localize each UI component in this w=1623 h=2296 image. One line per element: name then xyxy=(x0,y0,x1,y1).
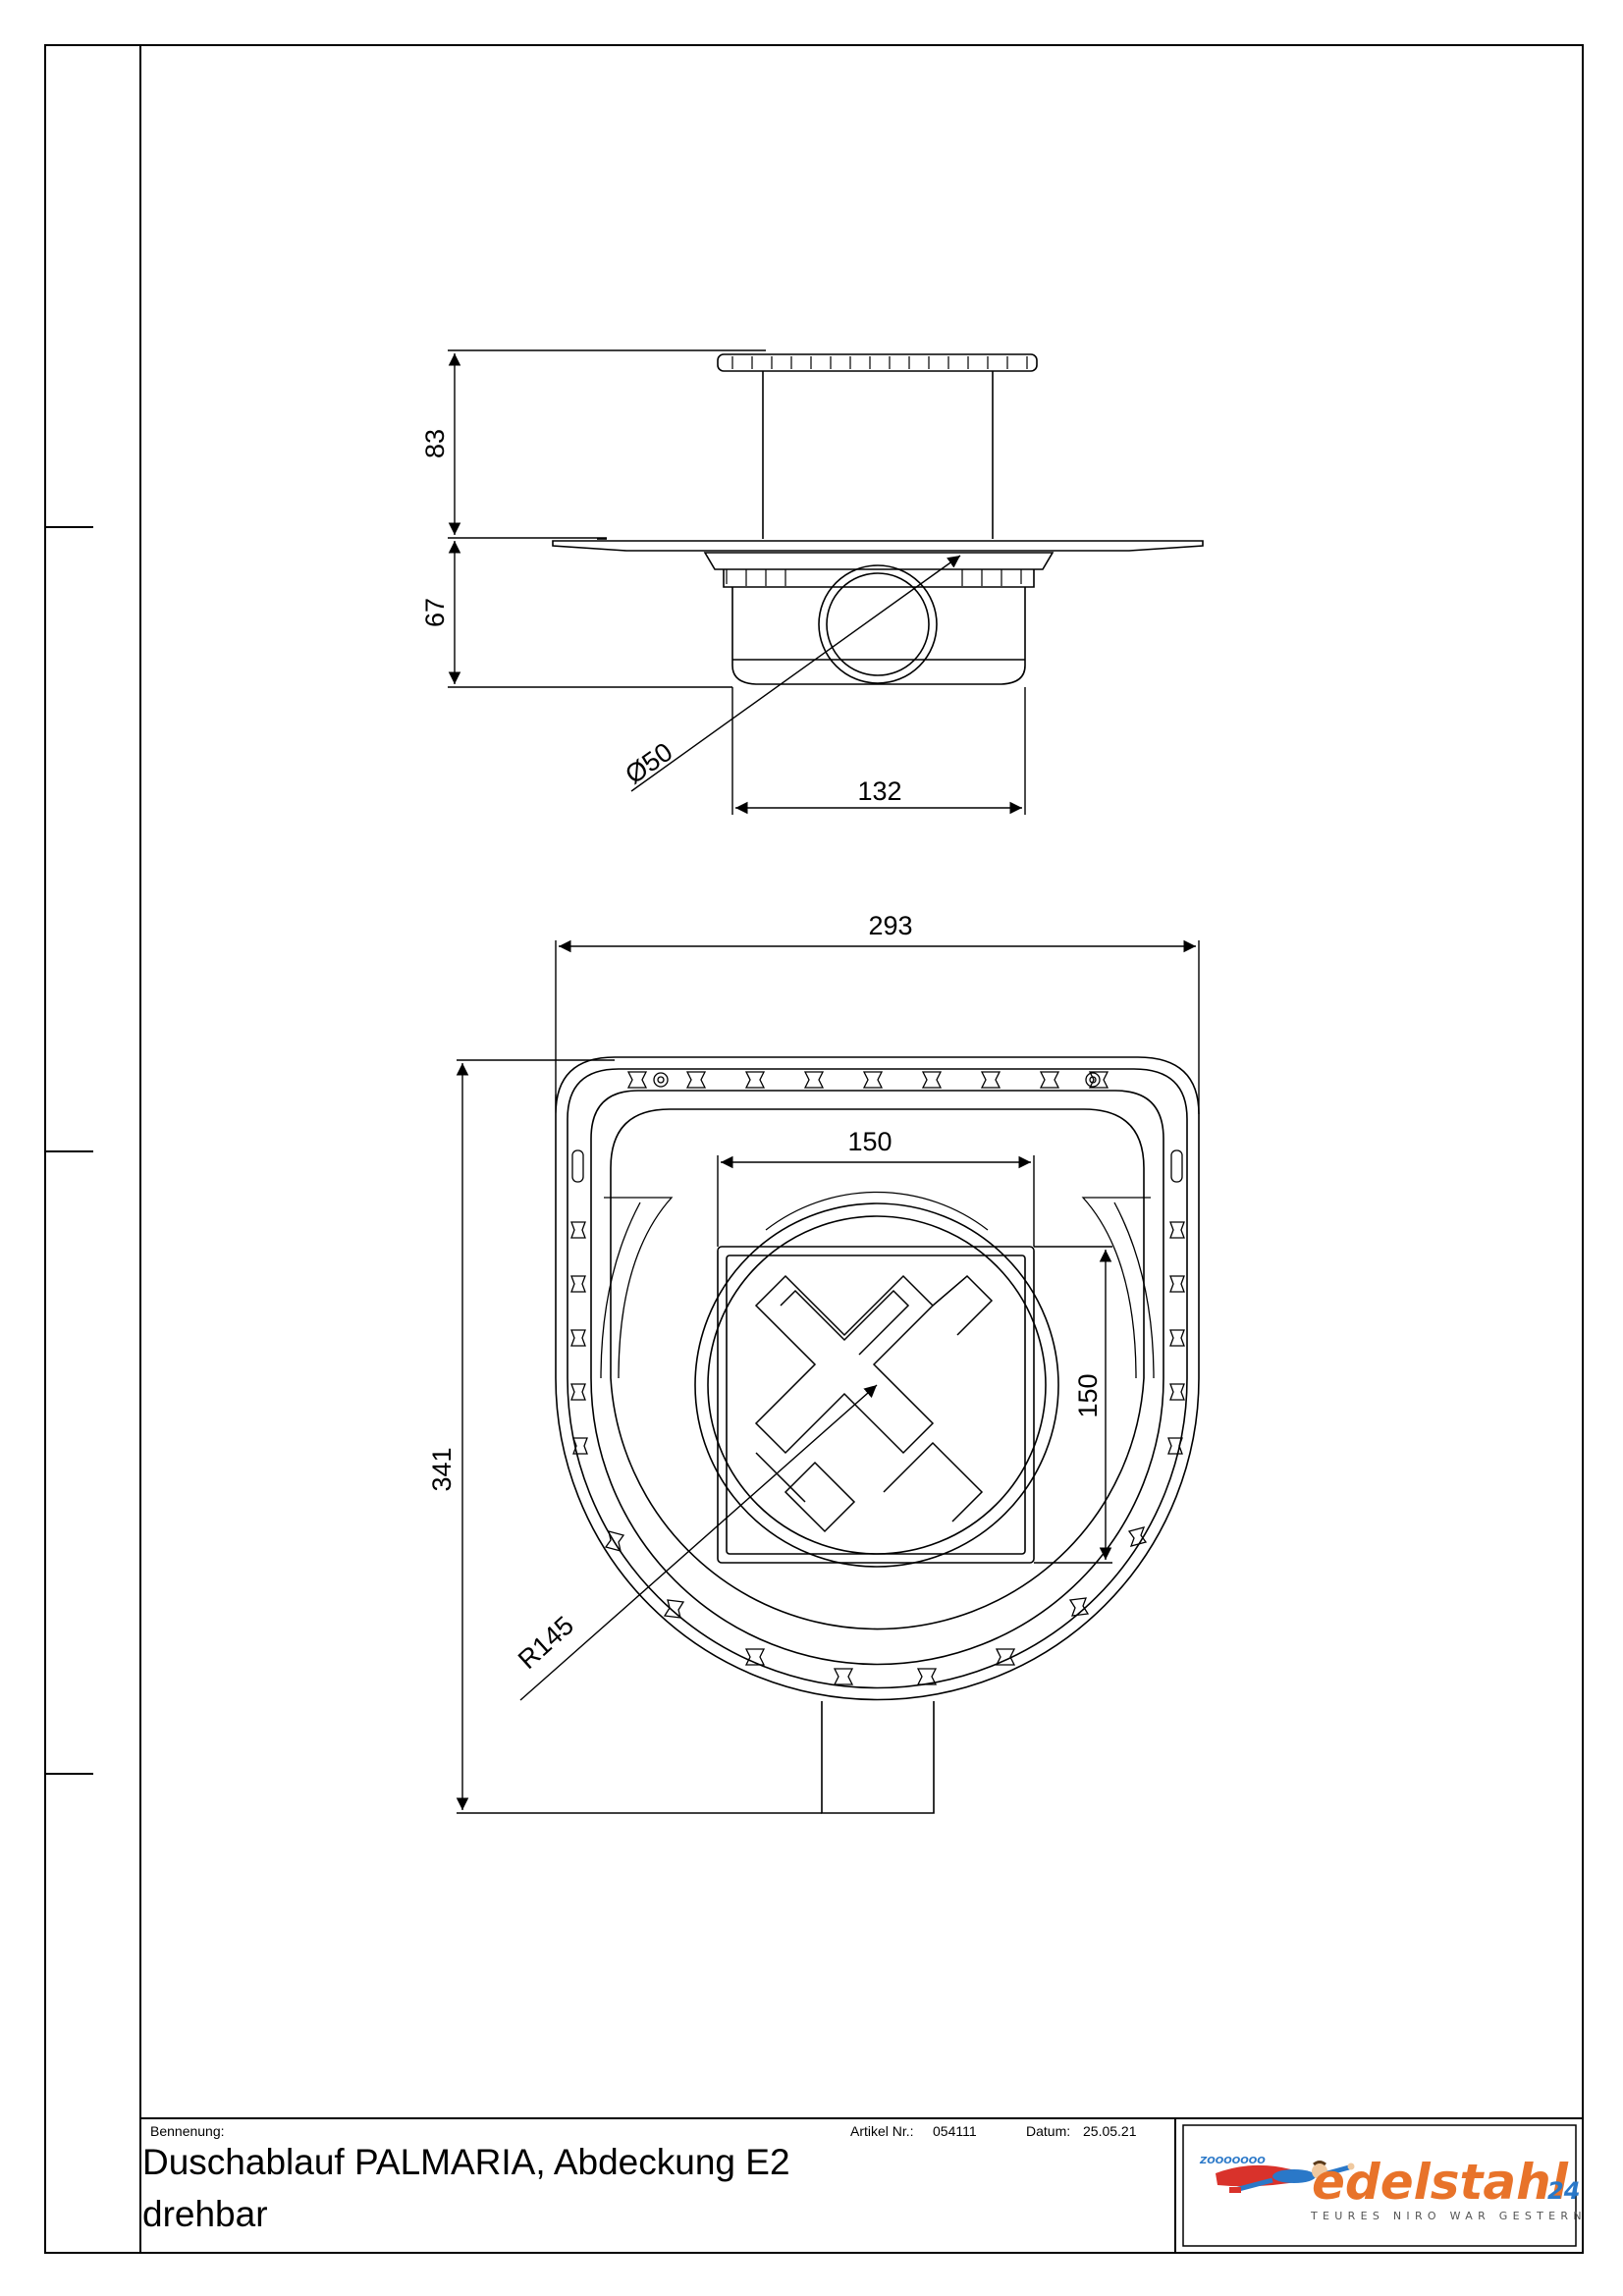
outlet-pipe-outer xyxy=(818,564,938,684)
article-number: 054111 xyxy=(933,2123,977,2139)
dim-height-bottom: 67 xyxy=(420,598,450,627)
dim-overall-width: 293 xyxy=(868,911,912,940)
logo-brand: edelstahl xyxy=(1312,2154,1569,2211)
name-label: Bennenung: xyxy=(150,2123,225,2139)
side-view xyxy=(552,353,1204,685)
title-block-frame xyxy=(140,2117,1583,2253)
grate-cover xyxy=(717,1246,1035,1564)
dim-radius: R145 xyxy=(513,1611,579,1675)
flange-outline xyxy=(555,1056,1200,1701)
drawing-title-line1: Duschablauf PALMARIA, Abdeckung E2 xyxy=(142,2142,790,2182)
date-label: Datum: xyxy=(1026,2123,1071,2139)
dim-overall-length: 341 xyxy=(427,1447,457,1491)
dim-body-width: 132 xyxy=(857,776,901,806)
top-view-dimensions xyxy=(456,939,1200,1814)
brand-logo: ZOOOOOOO edelstahl 24 TEURES NIRO WAR GE… xyxy=(1199,2154,1587,2222)
article-label: Artikel Nr.: xyxy=(850,2123,914,2139)
logo-tagline: TEURES NIRO WAR GESTERN xyxy=(1310,2210,1587,2222)
gasket-clips xyxy=(570,1071,1185,1685)
dim-grate-height: 150 xyxy=(1073,1373,1103,1417)
superhero-mascot-icon xyxy=(1216,2161,1355,2193)
dim-height-top: 83 xyxy=(420,429,450,458)
collar-teeth xyxy=(731,356,1028,369)
grate-pattern xyxy=(754,1274,994,1533)
drawing-title-line2: drehbar xyxy=(142,2194,268,2234)
side-view-dimensions xyxy=(448,349,1026,815)
sealing-flange xyxy=(552,540,1204,552)
logo-onomatopoeia: ZOOOOOOO xyxy=(1199,2156,1266,2166)
dim-pipe-diameter: Ø50 xyxy=(620,737,677,790)
drain-body xyxy=(731,587,1026,685)
top-view xyxy=(555,1056,1200,1814)
collar-ring xyxy=(717,353,1038,372)
dim-grate-width: 150 xyxy=(847,1127,892,1156)
sheet-frame xyxy=(44,44,1584,2254)
outlet-pipe-inner xyxy=(826,572,930,676)
outlet-stub xyxy=(821,1701,935,1814)
logo-brand-suffix: 24 xyxy=(1547,2177,1580,2205)
date-value: 25.05.21 xyxy=(1083,2123,1137,2139)
